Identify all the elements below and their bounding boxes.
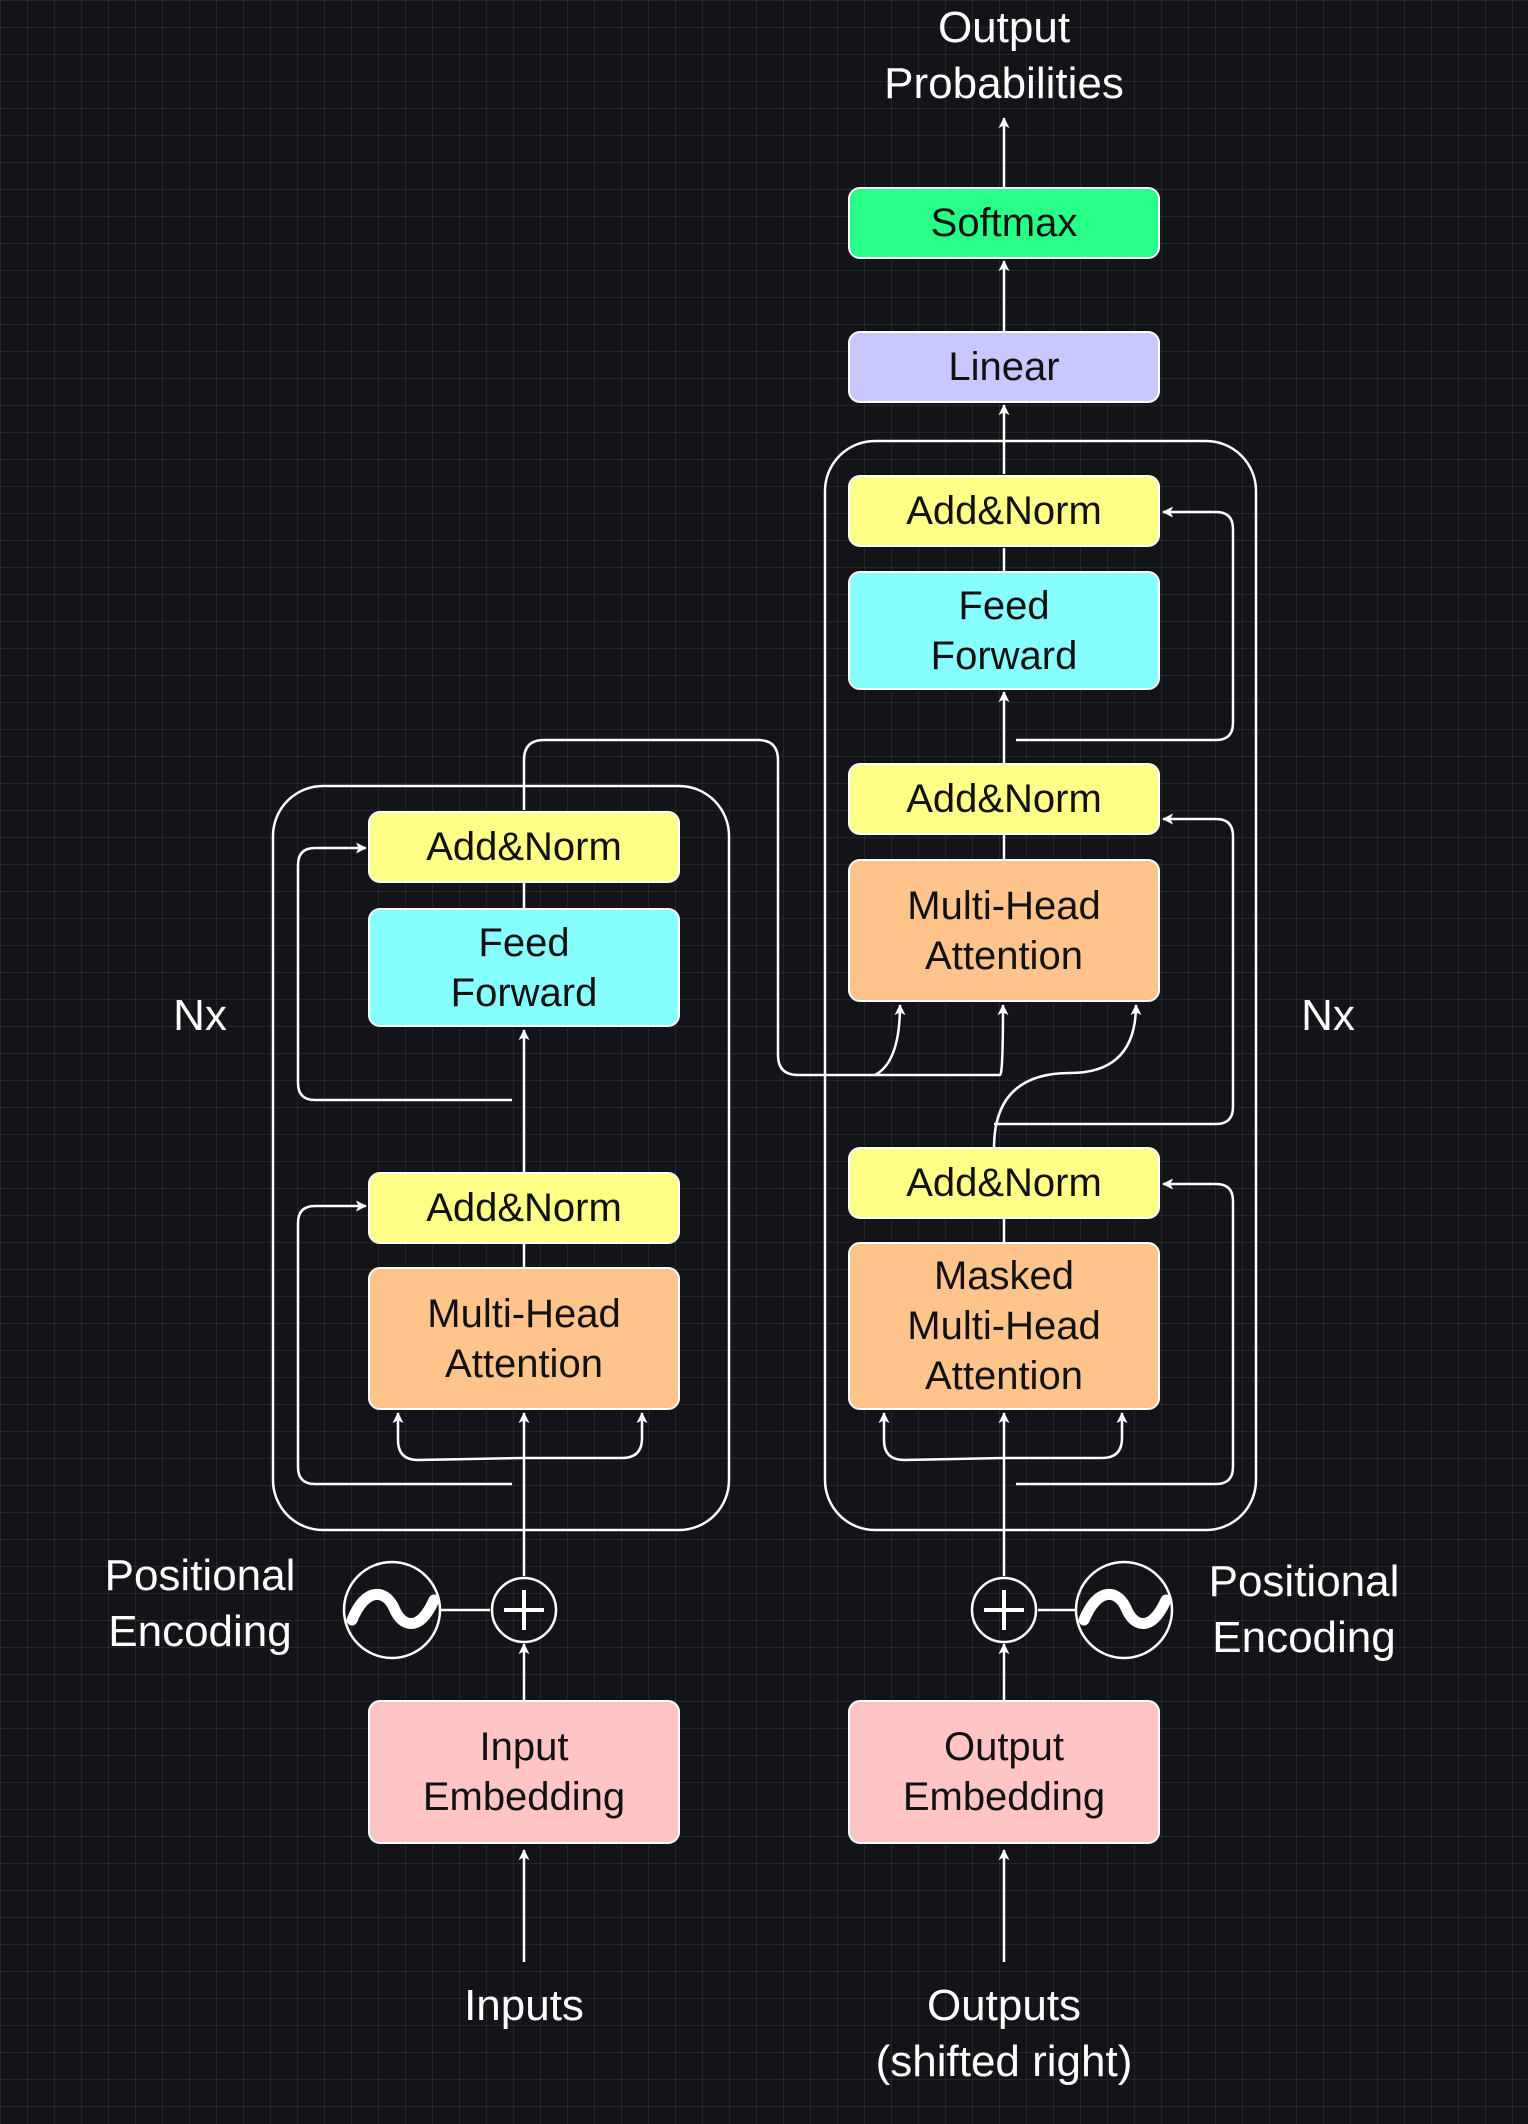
output-embedding-block: Output Embedding [848, 1700, 1160, 1844]
encoder-positional-icon [342, 1560, 442, 1660]
masked-attention-block: Masked Multi-Head Attention [848, 1242, 1160, 1410]
linear-block: Linear [848, 331, 1160, 403]
decoder-sum-plus [984, 1590, 1024, 1630]
outputs-shifted-label: Outputs (shifted right) [875, 1981, 1133, 2087]
encoder-attention-split-right [524, 1412, 648, 1460]
encoder-positional-label: Positional Encoding [104, 1551, 296, 1657]
encoder-sine-wave [346, 1588, 440, 1629]
decoder-positional-label: Positional Encoding [1208, 1557, 1400, 1663]
output-probabilities-label: Output Probabilities [884, 3, 1124, 109]
encoder-layer-frame [271, 784, 731, 1532]
encoder-residual-1 [296, 1200, 512, 1486]
decoder-feed-forward-block: Feed Forward [848, 571, 1160, 690]
encoder-sum-plus [504, 1590, 544, 1630]
decoder-residual-3 [1016, 506, 1235, 742]
decoder-residual-2 [994, 813, 1235, 1126]
encoder-feed-forward-block: Feed Forward [368, 908, 680, 1027]
decoder-nx-label: Nx [1301, 991, 1355, 1040]
encoder-add-norm-2: Add&Norm [368, 811, 680, 883]
inputs-label: Inputs [464, 1981, 584, 2030]
cross-attention-block: Multi-Head Attention [848, 859, 1160, 1002]
encoder-add-norm-1: Add&Norm [368, 1172, 680, 1244]
softmax-block: Softmax [848, 187, 1160, 259]
decoder-add-norm-1: Add&Norm [848, 1147, 1160, 1219]
encoder-nx-label: Nx [173, 991, 227, 1040]
decoder-attention-split-left [878, 1412, 1005, 1462]
encoder-residual-2 [296, 842, 512, 1102]
decoder-residual-1 [1016, 1178, 1235, 1486]
encoder-attention-block: Multi-Head Attention [368, 1267, 680, 1410]
decoder-layer-frame [823, 439, 1258, 1532]
decoder-add-norm-3: Add&Norm [848, 475, 1160, 547]
input-embedding-block: Input Embedding [368, 1700, 680, 1844]
decoder-sine-wave [1078, 1588, 1172, 1629]
decoder-attention-split-right [1004, 1412, 1128, 1460]
decoder-add-norm-2: Add&Norm [848, 763, 1160, 835]
encoder-attention-split-left [392, 1412, 525, 1462]
encoder-output-branch-left [874, 1004, 906, 1077]
encoder-sum-icon [490, 1576, 558, 1644]
decoder-sum-icon [970, 1576, 1038, 1644]
decoder-addnorm-to-cross [992, 1004, 1142, 1149]
encoder-output-to-decoder [522, 738, 1009, 1077]
decoder-positional-icon [1074, 1560, 1174, 1660]
